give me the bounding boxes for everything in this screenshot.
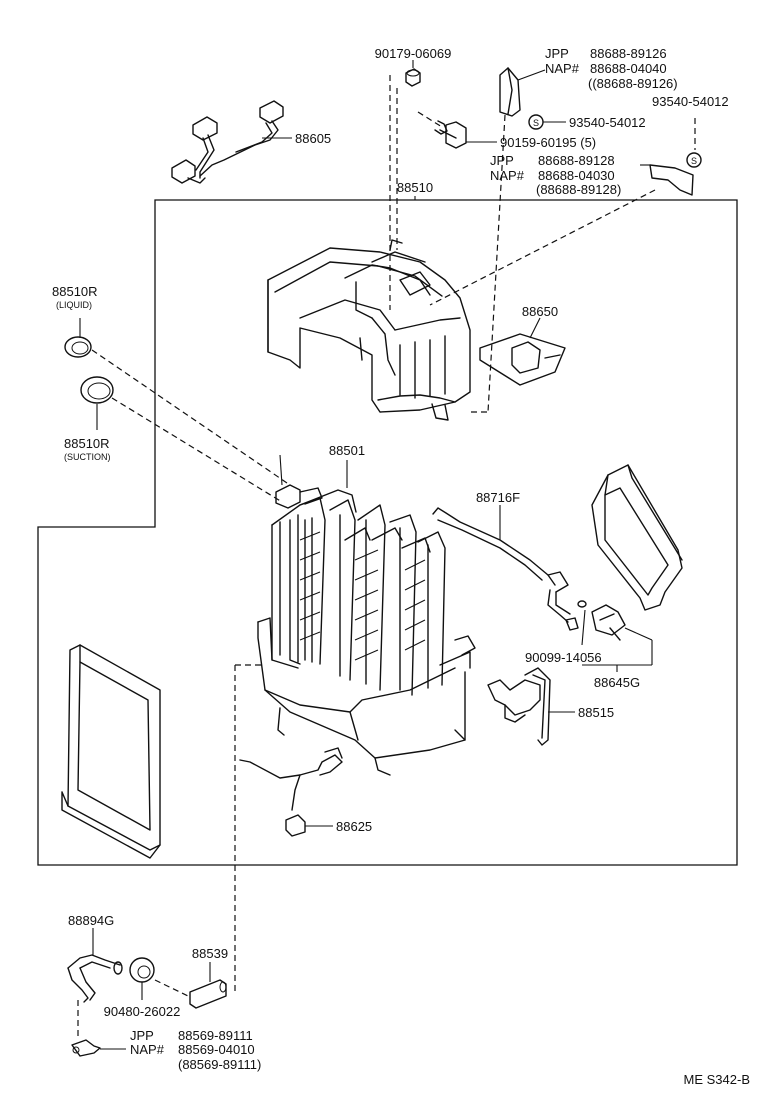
label-liquid: (LIQUID) [56,300,92,310]
label-88688-89126-alt: ((88688-89126) [588,76,678,91]
sensor-wire-88625 [239,747,343,837]
label-88510: 88510 [397,180,433,195]
clip-icon [71,1039,126,1057]
label-nap-2: NAP# [490,168,525,183]
label-88510r-liquid: 88510R [52,284,98,299]
clip-icon: S [686,152,702,168]
bracket-upper [499,67,546,117]
s-mark-2: S [691,156,697,166]
label-88688-89128-alt: (88688-89128) [536,182,621,197]
filter-frame-left [61,644,161,859]
upper-case-88510 [267,239,471,421]
label-88515: 88515 [578,705,614,720]
label-88688-04030: 88688-04030 [538,168,615,183]
pressure-switch-88645g [577,600,653,666]
label-nap-1: NAP# [545,61,580,76]
label-90179-06069: 90179-06069 [375,46,452,61]
label-88716f: 88716F [476,490,520,505]
expansion-valve-88515 [487,667,575,746]
hose-88894g [67,928,123,1003]
evaporator-88501 [257,484,476,776]
label-88501: 88501 [329,443,365,458]
label-88645g: 88645G [594,675,640,690]
label-jpp-1: JPP [545,46,569,61]
screw-icon [405,68,421,87]
label-88510r-suction: 88510R [64,436,110,451]
label-88688-04040: 88688-04040 [590,61,667,76]
label-88569-89111: 88569-89111 [178,1028,253,1043]
grommet-icon [80,376,114,404]
filter-frame-right [591,464,683,611]
label-88569-89111-alt: (88569-89111) [178,1057,261,1072]
label-88650: 88650 [522,304,558,319]
bracket-side [640,164,694,196]
wire-harness-88605 [171,100,292,184]
label-88688-89128: 88688-89128 [538,153,615,168]
label-88605: 88605 [295,131,331,146]
screw-icon [434,120,467,149]
grommet-icon [129,957,155,1000]
drain-plug-88539 [189,962,227,1009]
assembly-frame [37,199,738,866]
diagram-code: ME S342-B [684,1072,750,1087]
label-93540-54012-a: 93540-54012 [569,115,646,130]
tube-88716f [432,505,579,631]
label-88539: 88539 [192,946,228,961]
label-suction: (SUCTION) [64,452,111,462]
label-90159-60195: 90159-60195 (5) [500,135,596,150]
label-88625: 88625 [336,819,372,834]
label-jpp-3: JPP [130,1028,154,1043]
label-88569-04010: 88569-04010 [178,1042,255,1057]
clip-icon: S [528,114,544,130]
label-88688-89126: 88688-89126 [590,46,667,61]
label-88894g: 88894G [68,913,114,928]
s-mark: S [533,118,539,128]
label-90480-26022: 90480-26022 [104,1004,181,1019]
thermistor-88650 [479,317,566,386]
label-90099-14056: 90099-14056 [525,650,602,665]
label-nap-3: NAP# [130,1042,165,1057]
grommet-icon [64,336,92,358]
label-jpp-2: JPP [490,153,514,168]
label-93540-54012-b: 93540-54012 [652,94,729,109]
